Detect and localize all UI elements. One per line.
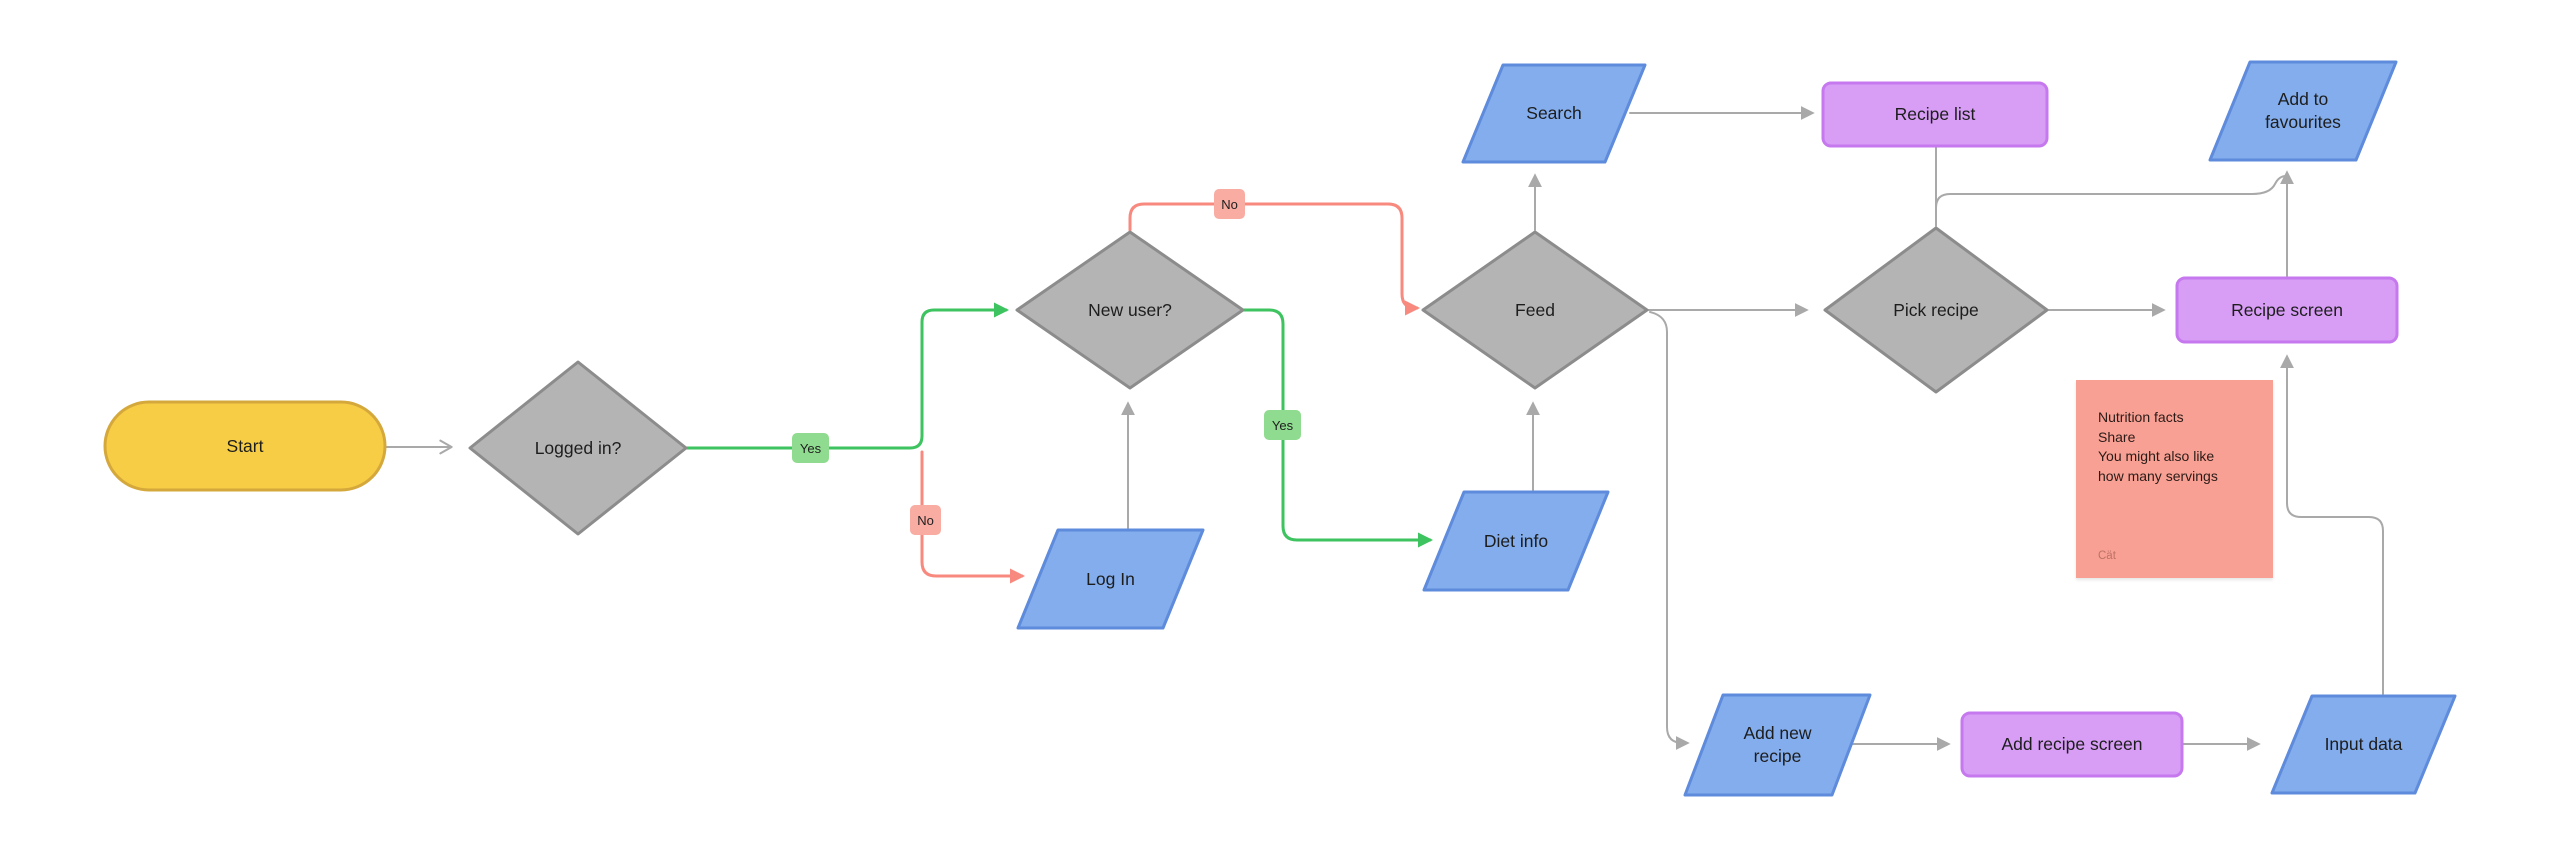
log-in-node[interactable] [1016, 528, 1205, 630]
add-to-favourites-node[interactable] [2208, 60, 2398, 162]
sticky-note-author: Cät [2098, 550, 2116, 562]
input-data-node[interactable] [2270, 694, 2457, 795]
sticky-note-text: Nutrition facts Share You might also lik… [2098, 409, 2218, 484]
add-recipe-screen-node[interactable] [1960, 711, 2184, 778]
start-node[interactable] [103, 400, 387, 492]
logged-in-decision[interactable] [468, 360, 688, 536]
edge-label-logged-in-yes[interactable]: Yes [792, 433, 829, 463]
edge-new-user-no-to-feed[interactable] [1128, 202, 1420, 316]
diet-info-node[interactable] [1422, 490, 1610, 592]
edge-input-data-to-recipe-screen[interactable] [2280, 354, 2384, 695]
edge-logged-in-yes-to-new-user[interactable] [684, 302, 1009, 450]
edge-label-new-user-no[interactable]: No [1214, 189, 1245, 219]
edge-feed-to-add-new-recipe[interactable] [1649, 311, 1690, 750]
feed-decision[interactable] [1421, 230, 1649, 390]
pick-recipe-decision[interactable] [1823, 226, 2049, 394]
edge-pick-recipe-to-add-to-favourites[interactable] [1935, 175, 2287, 227]
edge-label-new-user-yes[interactable]: Yes [1264, 410, 1301, 440]
recipe-list-node[interactable] [1821, 81, 2049, 148]
recipe-screen-node[interactable] [2175, 276, 2399, 344]
edge-logged-in-no-to-log-in[interactable] [920, 450, 1025, 584]
add-new-recipe-node[interactable] [1683, 693, 1872, 797]
sticky-note[interactable]: Nutrition facts Share You might also lik… [2076, 380, 2273, 578]
new-user-decision[interactable] [1015, 230, 1245, 390]
search-node[interactable] [1461, 63, 1647, 164]
edge-label-logged-in-no[interactable]: No [910, 505, 941, 535]
